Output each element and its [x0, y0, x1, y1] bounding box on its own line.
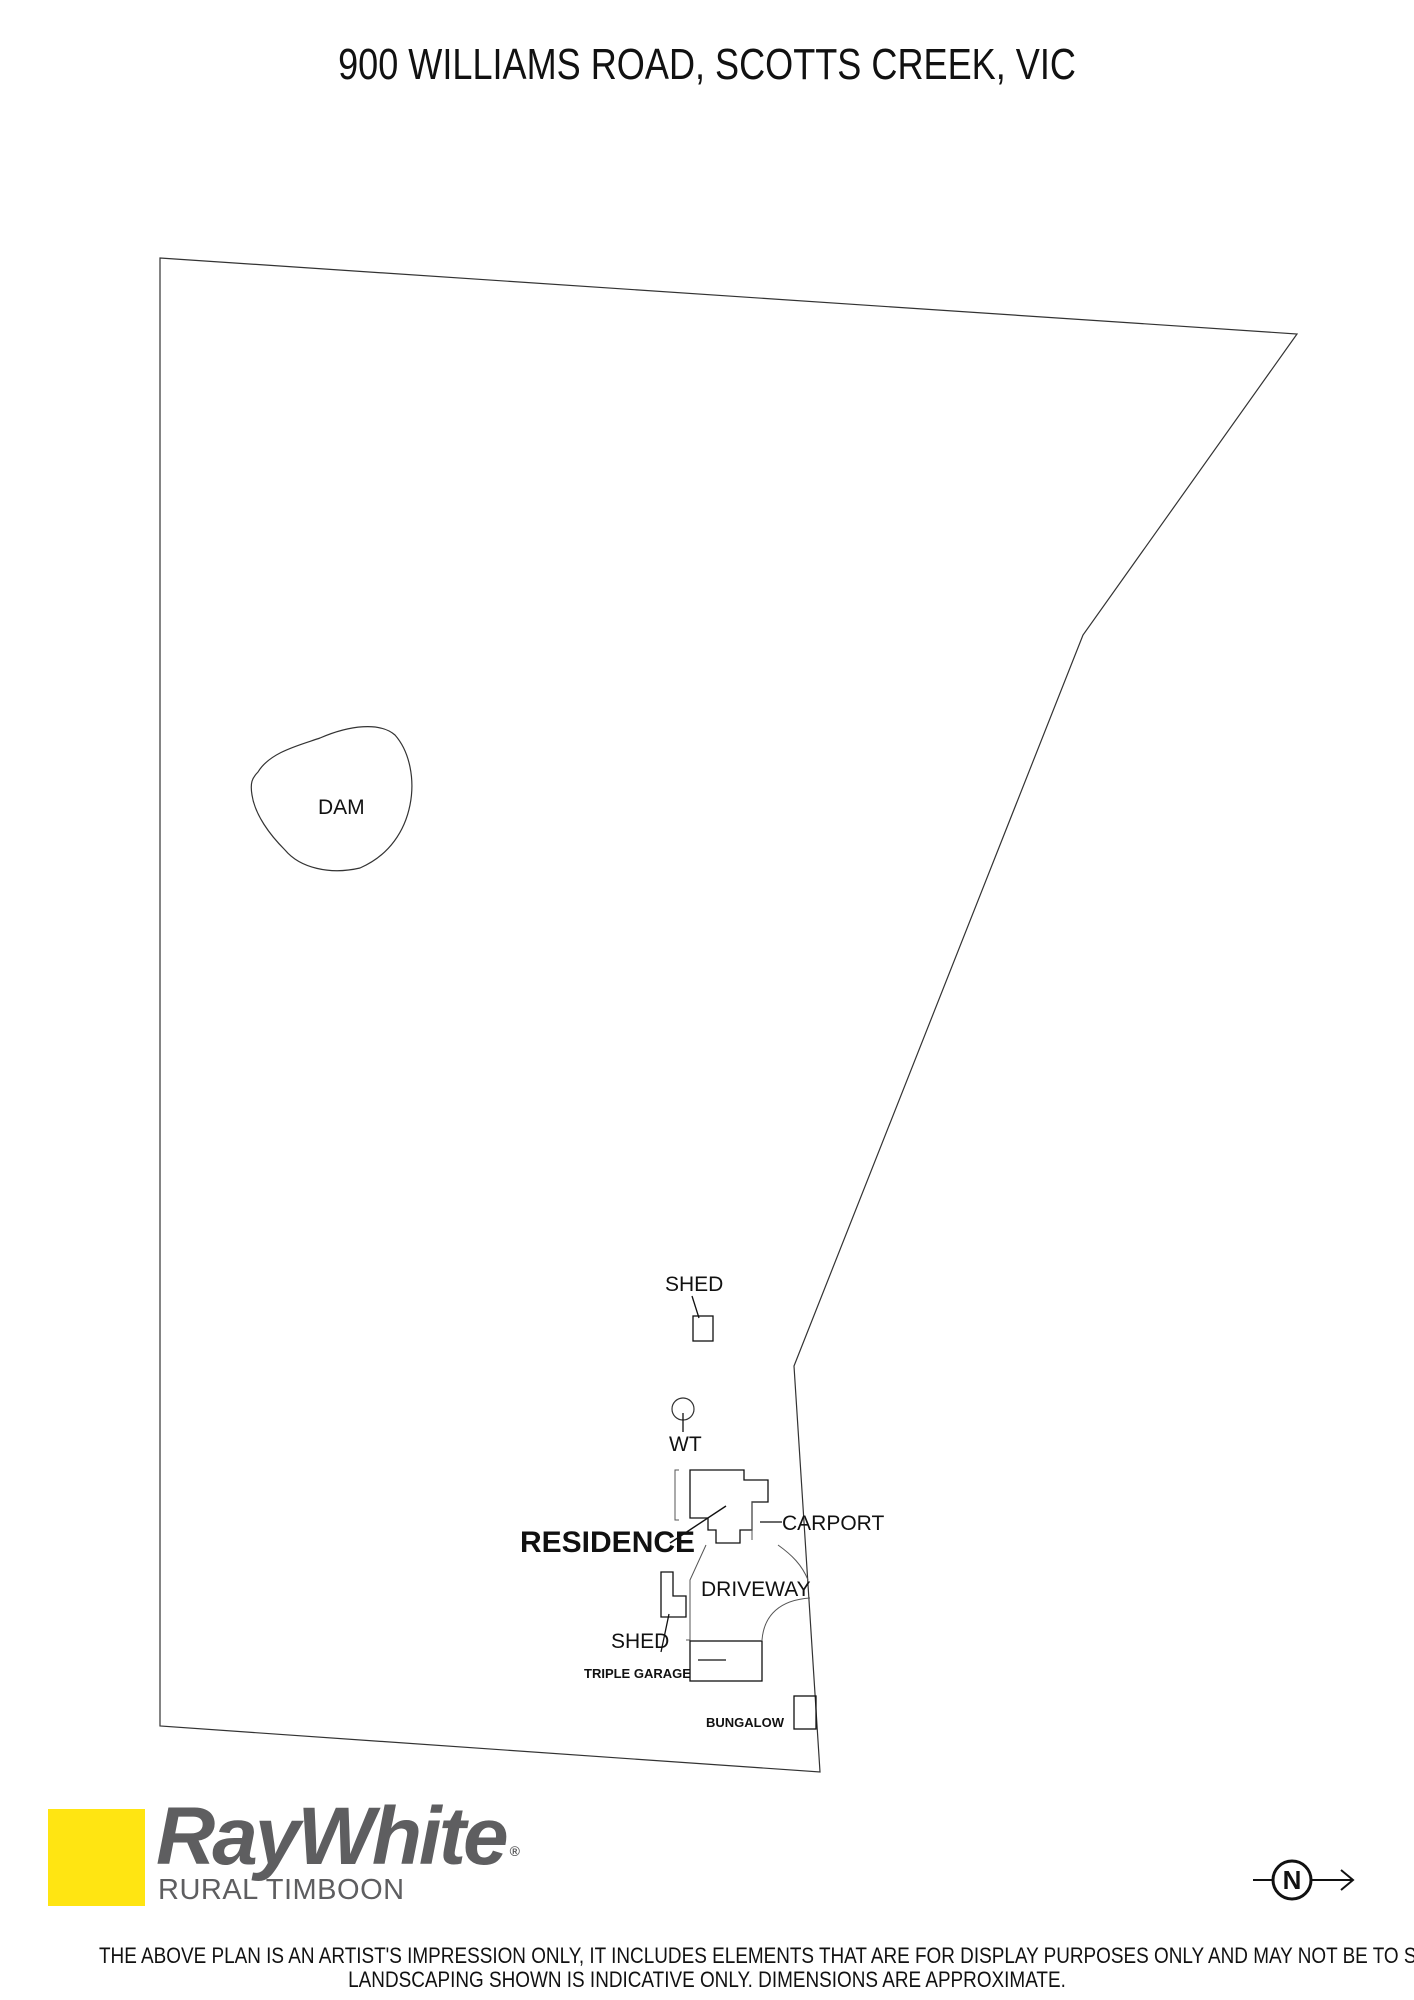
shed-top [692, 1315, 714, 1342]
north-arrow-icon: N [1253, 1859, 1355, 1901]
shed-bottom-label: SHED [611, 1630, 669, 1653]
wt-label: WT [669, 1433, 702, 1456]
raywhite-logo-text: RayWhite® [156, 1790, 520, 1884]
carport-label: CARPORT [782, 1512, 884, 1535]
logo-registered-mark: ® [509, 1843, 520, 1859]
triple-garage [689, 1640, 763, 1682]
disclaimer: THE ABOVE PLAN IS AN ARTIST'S IMPRESSION… [0, 1944, 1414, 1992]
shed-top-label: SHED [665, 1273, 723, 1296]
dam-outline [250, 726, 413, 872]
shed-top-leader [691, 1295, 700, 1319]
residence-leader [669, 1505, 727, 1544]
logo-subtitle: RURAL TIMBOON [158, 1874, 405, 1906]
dam-label: DAM [318, 796, 365, 819]
shed-bottom-leader [660, 1613, 670, 1653]
disclaimer-line-1: THE ABOVE PLAN IS AN ARTIST'S IMPRESSION… [98, 1943, 1414, 1968]
residence-building [689, 1469, 769, 1544]
raywhite-logo-square [48, 1809, 145, 1906]
driveway-outline [686, 1544, 811, 1641]
page-title: 900 WILLIAMS ROAD, SCOTTS CREEK, VIC [338, 40, 1076, 89]
triple-garage-label: TRIPLE GARAGE [584, 1666, 691, 1681]
property-boundary [159, 257, 1299, 1773]
driveway-label: DRIVEWAY [701, 1578, 811, 1601]
disclaimer-line-2: LANDSCAPING SHOWN IS INDICATIVE ONLY. DI… [348, 1967, 1066, 1992]
bungalow-label: BUNGALOW [706, 1715, 785, 1730]
north-letter: N [1283, 1865, 1302, 1895]
shed-bottom [660, 1571, 687, 1618]
residence-label: RESIDENCE [520, 1526, 695, 1559]
residence-veranda [674, 1469, 679, 1521]
bungalow [793, 1695, 817, 1730]
logo-name: RayWhite [156, 1791, 509, 1882]
